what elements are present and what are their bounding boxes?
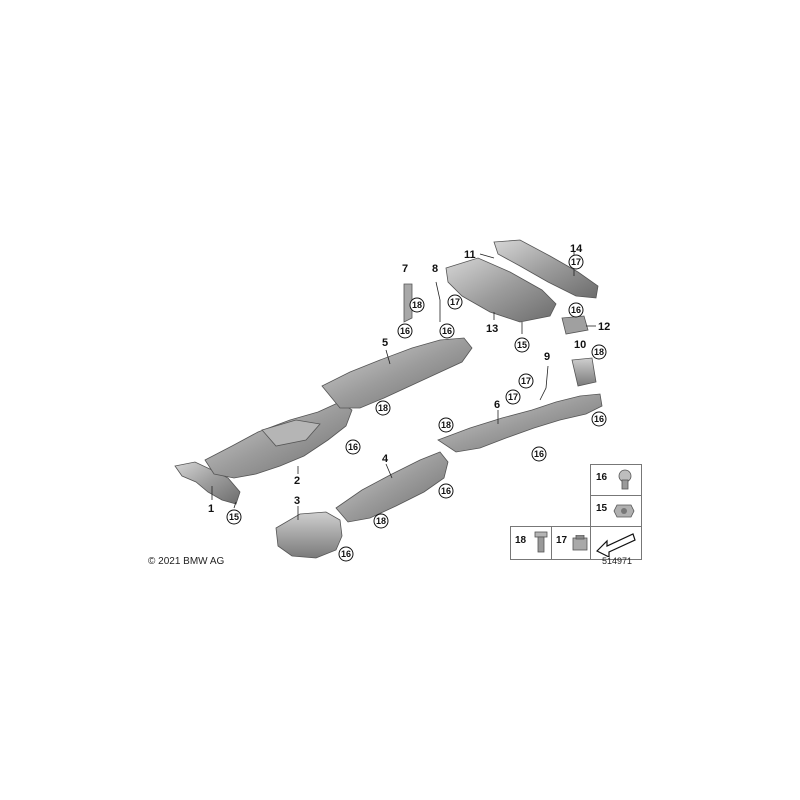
circled-17-b: 17	[568, 254, 584, 270]
callout-2: 2	[294, 475, 300, 487]
callout-1: 1	[208, 503, 214, 515]
callout-8: 8	[432, 263, 438, 275]
svg-text:15: 15	[517, 340, 527, 350]
direction-arrow-icon	[595, 533, 636, 557]
part-3-heat-shield	[275, 511, 343, 559]
diagram-number: 514971	[602, 556, 633, 566]
svg-text:17: 17	[450, 297, 460, 307]
circled-16-e: 16	[531, 446, 547, 462]
clip-icon	[572, 535, 588, 551]
svg-text:18: 18	[376, 516, 386, 526]
part-2-heat-shield	[204, 401, 353, 479]
callout-5: 5	[382, 337, 388, 349]
legend-box-18: 18	[510, 526, 552, 560]
legend-box-16: 16	[590, 464, 642, 496]
svg-text:15: 15	[229, 512, 239, 522]
part-5-heat-shield	[321, 337, 473, 409]
callout-12: 12	[598, 321, 610, 333]
callout-14: 14	[570, 243, 583, 255]
part-8-bracket	[435, 281, 441, 322]
part-10-shield-plate	[571, 357, 597, 387]
circled-16-a: 16	[397, 323, 413, 339]
callout-7: 7	[402, 263, 408, 275]
circled-18-d: 18	[591, 344, 607, 360]
svg-text:17: 17	[521, 376, 531, 386]
circled-18-b: 18	[375, 400, 391, 416]
svg-text:17: 17	[571, 257, 581, 267]
part-4-heat-shield	[335, 451, 449, 523]
legend-number-17: 17	[556, 535, 568, 546]
circled-16-b: 16	[439, 323, 455, 339]
circled-18-a: 18	[409, 297, 425, 313]
svg-text:16: 16	[341, 549, 351, 559]
circled-17-c: 17	[505, 389, 521, 405]
svg-text:18: 18	[378, 403, 388, 413]
callout-9: 9	[544, 351, 550, 363]
circled-16-g: 16	[338, 546, 354, 562]
callout-labels: 1 2 3 4 5 6 7 8 9 10 11 12 13 14	[208, 243, 610, 515]
clip-nut-icon	[618, 469, 632, 490]
hex-nut-icon	[613, 504, 635, 518]
part-13-tunnel-shield	[445, 257, 557, 323]
svg-text:16: 16	[442, 326, 452, 336]
callout-3: 3	[294, 495, 300, 507]
callout-11: 11	[464, 249, 476, 261]
legend-number-16: 16	[596, 472, 608, 483]
part-12-holder	[561, 315, 589, 335]
svg-text:16: 16	[594, 414, 604, 424]
circled-16-f: 16	[438, 483, 454, 499]
callout-13: 13	[486, 323, 498, 335]
callout-4: 4	[382, 453, 389, 465]
leader-lines	[211, 252, 596, 520]
legend-number-18: 18	[515, 535, 527, 546]
svg-text:16: 16	[441, 486, 451, 496]
circled-15-a: 15	[226, 509, 242, 525]
part-7-bracket	[403, 283, 413, 323]
screw-icon	[534, 531, 548, 553]
part-1-heat-shield	[174, 461, 241, 505]
svg-text:16: 16	[534, 449, 544, 459]
circled-15-b: 15	[514, 337, 530, 353]
svg-text:18: 18	[441, 420, 451, 430]
legend-number-15: 15	[596, 503, 608, 514]
svg-text:16: 16	[348, 442, 358, 452]
svg-text:18: 18	[594, 347, 604, 357]
svg-text:16: 16	[571, 305, 581, 315]
callout-10: 10	[574, 339, 586, 351]
circled-16-c: 16	[568, 302, 584, 318]
circled-callouts: 15 15 16 16 16 16 16 16 16 16 17 17 17 1…	[226, 254, 607, 562]
legend-box-17: 17	[551, 526, 591, 560]
circled-16-h: 16	[591, 411, 607, 427]
legend-box-15: 15	[590, 495, 642, 527]
svg-text:18: 18	[412, 300, 422, 310]
circled-18-e: 18	[373, 513, 389, 529]
callout-6: 6	[494, 399, 500, 411]
part-14-shield	[493, 239, 599, 299]
legend-box-arrow	[590, 526, 642, 560]
part-9-bracket	[539, 365, 549, 401]
copyright-text: © 2021 BMW AG	[148, 556, 225, 567]
circled-17-d: 17	[518, 373, 534, 389]
part-6-heat-shield	[437, 393, 603, 453]
svg-text:16: 16	[400, 326, 410, 336]
circled-18-c: 18	[438, 417, 454, 433]
svg-text:17: 17	[508, 392, 518, 402]
circled-16-d: 16	[345, 439, 361, 455]
circled-17-a: 17	[447, 294, 463, 310]
